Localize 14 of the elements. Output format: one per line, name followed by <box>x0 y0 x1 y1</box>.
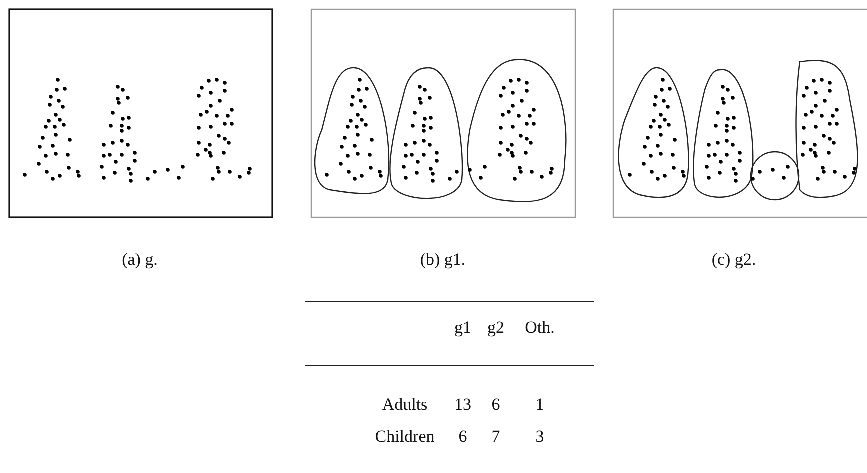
table-value: 1 <box>536 395 544 415</box>
table-value: 6 <box>458 427 468 447</box>
column-header: Oth. <box>525 318 555 338</box>
table-value: 3 <box>536 427 544 447</box>
column-header: g1 <box>454 318 472 338</box>
row-label: Adults <box>382 395 428 415</box>
row-label: Children <box>375 427 435 447</box>
table-value: 7 <box>492 427 500 447</box>
table-value: 6 <box>492 395 500 415</box>
panel-caption: (b) g1. <box>420 250 466 270</box>
column-header: g2 <box>488 318 504 338</box>
panel-caption: (c) g2. <box>712 250 756 270</box>
panel-caption: (a) g. <box>122 250 158 270</box>
table-value: 13 <box>454 395 472 415</box>
